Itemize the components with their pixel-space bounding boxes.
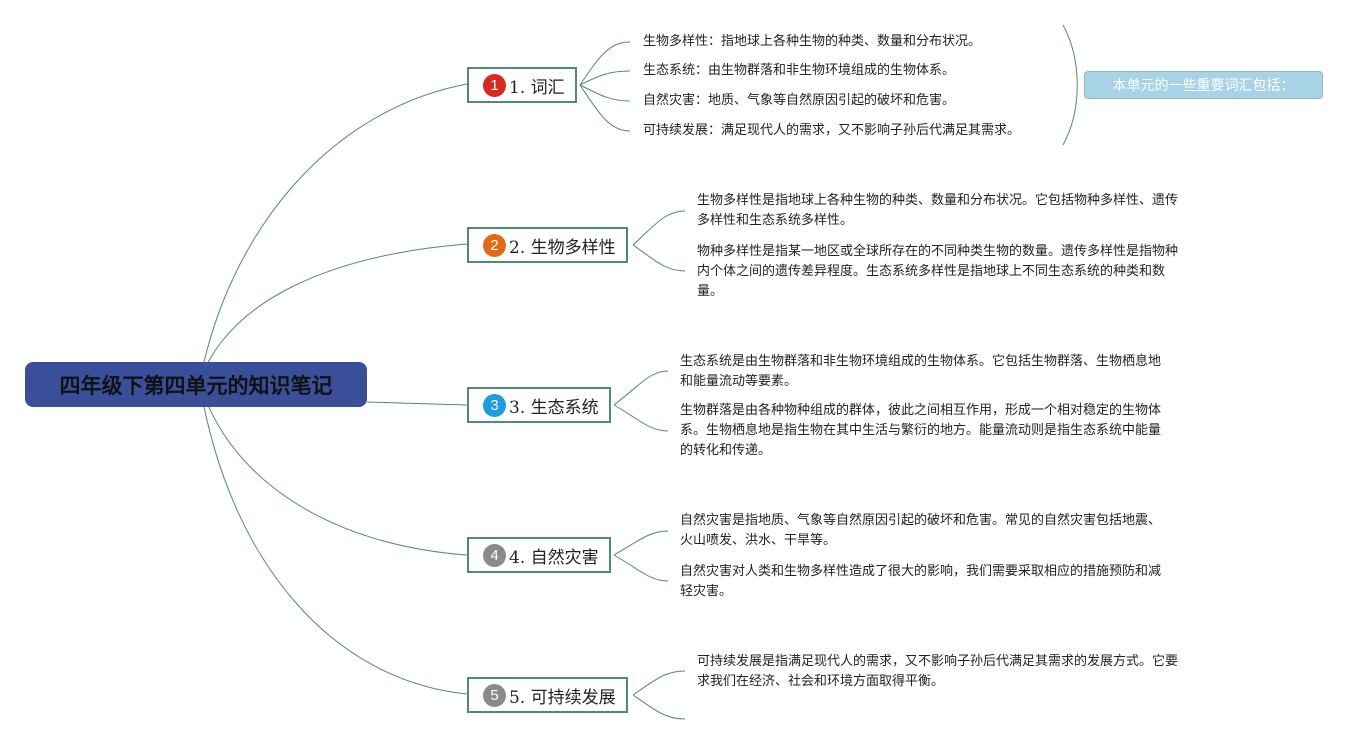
leaf-natural-disasters-1: 自然灾害是指地质、气象等自然原因引起的破坏和危害。常见的自然灾害包括地震、火山喷… xyxy=(680,513,1162,548)
badge-4-icon: 4 xyxy=(483,543,506,567)
leaf-ecosystem-1: 生态系统是由生物群落和非生物环境组成的生物体系。它包括生物群落、生物栖息地和能量… xyxy=(680,354,1162,389)
link-root-topic-4 xyxy=(199,383,468,556)
leaf-sustainable-development-1: 可持续发展是指满足现代人的需求，又不影响子孙后代满足其需求的发展方式。它要求我们… xyxy=(697,654,1179,689)
topic-label: 2. 生物多样性 xyxy=(509,237,616,258)
summary-callout[interactable]: 本单元的一些重要词汇包括： xyxy=(1084,71,1323,99)
topic-label: 3. 生态系统 xyxy=(509,397,599,418)
root-topic[interactable]: 四年级下第四单元的知识笔记 xyxy=(25,362,367,407)
link-root-topic-2 xyxy=(199,243,468,381)
leaf-vocabulary-3: 自然灾害：地质、气象等自然原因引起的破坏和危害。 xyxy=(643,93,956,108)
leaf-vocabulary-4: 可持续发展：满足现代人的需求，又不影响子孙后代满足其需求。 xyxy=(643,123,1021,138)
topic-label: 5. 可持续发展 xyxy=(509,687,616,708)
leaf-vocabulary-1: 生物多样性：指地球上各种生物的种类、数量和分布状况。 xyxy=(643,34,982,49)
summary-text: 本单元的一些重要词汇包括： xyxy=(1112,78,1295,94)
leaf-vocabulary-2: 生态系统：由生物群落和非生物环境组成的生物体系。 xyxy=(643,63,956,78)
link-root-topic-5 xyxy=(199,385,468,695)
topic-biodiversity[interactable]: 2 2. 生物多样性 xyxy=(467,227,628,263)
badge-5-icon: 5 xyxy=(483,683,506,707)
leaf-biodiversity-1: 生物多样性是指地球上各种生物的种类、数量和分布状况。它包括物种多样性、遗传多样性… xyxy=(697,193,1179,228)
badge-3-icon: 3 xyxy=(483,393,506,417)
summary-bracket xyxy=(1062,24,1078,146)
leaf-natural-disasters-2: 自然灾害对人类和生物多样性造成了很大的影响，我们需要采取相应的措施预防和减轻灾害… xyxy=(680,564,1162,599)
topic-label: 1. 词汇 xyxy=(509,77,565,98)
badge-1-icon: 1 xyxy=(483,73,506,97)
topic-natural-disasters[interactable]: 4 4. 自然灾害 xyxy=(467,537,611,573)
root-title: 四年级下第四单元的知识笔记 xyxy=(59,373,333,398)
link-root-topic-3 xyxy=(366,401,468,406)
topic-ecosystem[interactable]: 3 3. 生态系统 xyxy=(467,387,611,423)
leaf-ecosystem-2: 生物群落是由各种物种组成的群体，彼此之间相互作用，形成一个相对稳定的生物体系。生… xyxy=(680,403,1162,458)
link-root-topic-1 xyxy=(199,83,468,381)
leaf-biodiversity-2: 物种多样性是指某一地区或全球所存在的不同种类生物的数量。遗传多样性是指物种内个体… xyxy=(697,244,1179,299)
topic-sustainable-development[interactable]: 5 5. 可持续发展 xyxy=(467,677,628,713)
topic-vocabulary[interactable]: 1 1. 词汇 xyxy=(467,67,577,103)
topic-label: 4. 自然灾害 xyxy=(509,547,599,568)
badge-2-icon: 2 xyxy=(483,233,506,257)
